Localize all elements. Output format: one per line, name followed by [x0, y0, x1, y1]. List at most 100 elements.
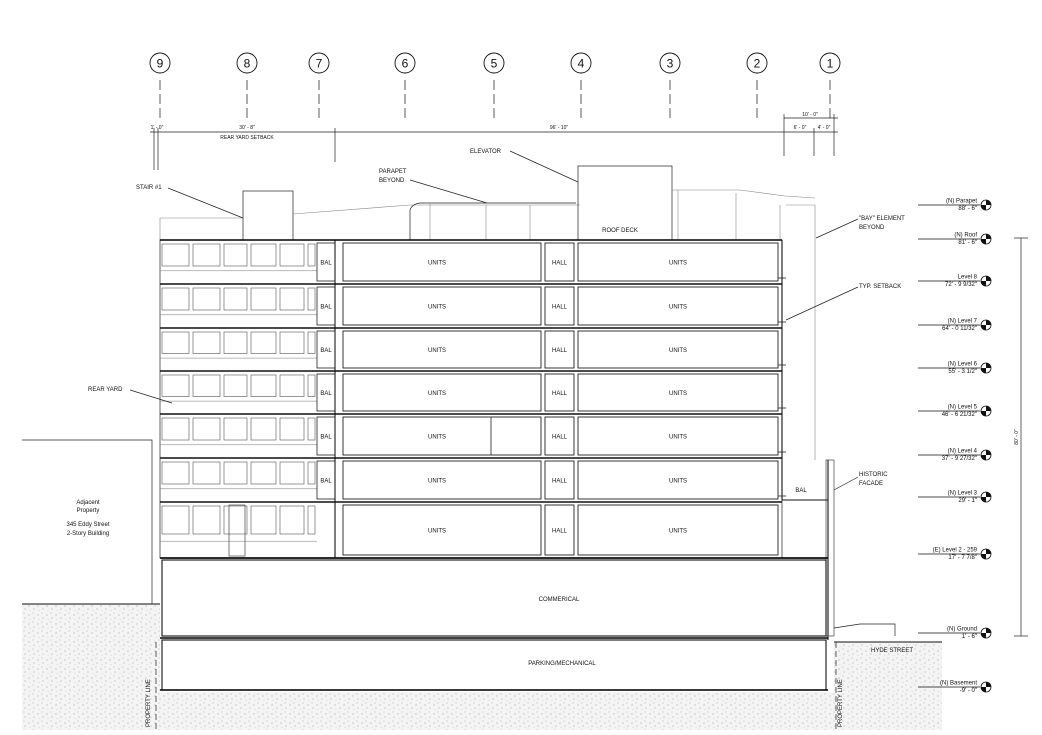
dim-left-small: 1' - 0" — [151, 125, 164, 131]
level-marker: (N) Level 329' - 1" — [918, 491, 992, 504]
window — [192, 287, 221, 311]
room-units: UNITS — [669, 261, 687, 267]
level-elevation: 1' - 6" — [962, 634, 977, 640]
level-marker: (N) Level 764' - 0 11/32" — [918, 319, 992, 332]
callout-setback: TYP. SETBACK — [859, 284, 901, 290]
adjacent-building-outline — [22, 439, 153, 604]
grid-bubble-label: 1 — [827, 57, 834, 71]
callouts: STAIR #1 PARAPET BEYOND ELEVATOR ROOF DE… — [88, 149, 913, 730]
window — [161, 287, 190, 311]
overall-height-dimension: 80' - 0" — [1014, 237, 1028, 637]
grid-bubble: 2 — [746, 52, 768, 118]
room-units: UNITS — [428, 435, 446, 441]
grid-bubble-label: 7 — [316, 57, 323, 71]
room-units: UNITS — [428, 529, 446, 535]
grid-bubble-label: 6 — [402, 57, 409, 71]
window — [192, 417, 221, 441]
dim-overall-height: 80' - 0" — [1014, 429, 1020, 445]
grid-bubble: 3 — [659, 52, 681, 118]
room-hall: HALL — [552, 261, 568, 267]
window — [192, 461, 221, 485]
callout-historic-2: FACADE — [859, 481, 883, 487]
room-hall: HALL — [552, 348, 568, 354]
callout-roof-deck: ROOF DECK — [602, 228, 638, 234]
window — [307, 461, 316, 485]
window — [223, 243, 248, 267]
residential-floors: BAL UNITS HALL UNITS BAL UNITS HALL UNITS BAL UNI… — [160, 242, 828, 559]
room-bal: BAL — [320, 305, 332, 311]
window — [223, 417, 248, 441]
room-units: UNITS — [669, 529, 687, 535]
level-elevation: 37' - 9 27/32" — [942, 456, 977, 462]
level-elevation: 72' - 9 9/32" — [945, 282, 977, 288]
room-bal: BAL — [320, 435, 332, 441]
level-elevation: 88' - 6" — [958, 206, 977, 212]
window — [279, 287, 305, 311]
level-marker: (N) Basement-9' - 0" — [918, 681, 992, 694]
dim-rear-yard-label: REAR YARD SETBACK — [220, 135, 274, 141]
level-name: (N) Roof — [954, 233, 977, 239]
room-hall: HALL — [552, 391, 568, 397]
level-marker: Level 872' - 9 9/32" — [918, 275, 992, 288]
window — [223, 461, 248, 485]
adjacent-property-label: Adjacent Property 345 Eddy Street 2-Stor… — [66, 500, 109, 537]
callout-stair: STAIR #1 — [136, 185, 162, 191]
window — [250, 374, 277, 397]
grid-bubble-label: 4 — [578, 57, 585, 71]
grid-bubble-label: 9 — [157, 57, 164, 71]
window — [161, 417, 190, 441]
room-units: UNITS — [669, 435, 687, 441]
level-name: (N) Parapet — [946, 199, 977, 205]
parapet-beyond — [409, 202, 576, 240]
callout-hyde-street: HYDE STREET — [871, 648, 913, 654]
grid-bubble-label: 5 — [491, 57, 498, 71]
level-name: (N) Basement — [940, 681, 977, 687]
window — [161, 243, 190, 267]
level-elevation: 46' - 6 21/32" — [942, 412, 977, 418]
window — [279, 331, 305, 354]
bay-element-beyond — [786, 204, 816, 460]
window — [307, 505, 316, 535]
room-units: UNITS — [669, 479, 687, 485]
window — [192, 243, 221, 267]
soil-hatch-under-basement — [160, 692, 840, 730]
window — [192, 374, 221, 397]
window — [279, 374, 305, 397]
dim-right-a: 6' - 0" — [794, 125, 807, 131]
room-bal-historic: BAL — [795, 488, 807, 494]
window — [223, 505, 248, 535]
callout-historic-1: HISTORIC — [859, 472, 888, 478]
grid-bubble-label: 3 — [667, 57, 674, 71]
dim-main-span: 96' - 10" — [550, 125, 569, 131]
soil-hatch-left — [22, 604, 160, 730]
room-units: UNITS — [669, 305, 687, 311]
adjacent-line-2: Property — [77, 508, 100, 514]
room-units: UNITS — [428, 391, 446, 397]
window — [279, 417, 305, 441]
grid-bubble: 9 — [149, 52, 171, 118]
level-marker: (N) Level 437' - 9 27/32" — [918, 449, 992, 462]
property-line-right: PROPERTY LINE — [838, 679, 844, 727]
level-elevation: 17' - 7 7/8" — [948, 555, 977, 561]
window — [223, 331, 248, 354]
stair-penthouse — [242, 190, 294, 241]
room-units: UNITS — [669, 348, 687, 354]
level-name: (N) Level 5 — [948, 405, 978, 411]
level-marker: (N) Level 546' - 6 21/32" — [918, 405, 992, 418]
window — [307, 287, 316, 311]
window — [279, 461, 305, 485]
level-name: (N) Ground — [947, 627, 977, 633]
room-bal: BAL — [320, 479, 332, 485]
dimension-strings: 1' - 0" 30' - 8" REAR YARD SETBACK 96' -… — [150, 112, 838, 170]
window — [307, 243, 316, 267]
room-commercial: COMMERICAL — [539, 597, 580, 603]
level-name: Level 8 — [958, 275, 978, 281]
roof-elements — [159, 165, 816, 460]
